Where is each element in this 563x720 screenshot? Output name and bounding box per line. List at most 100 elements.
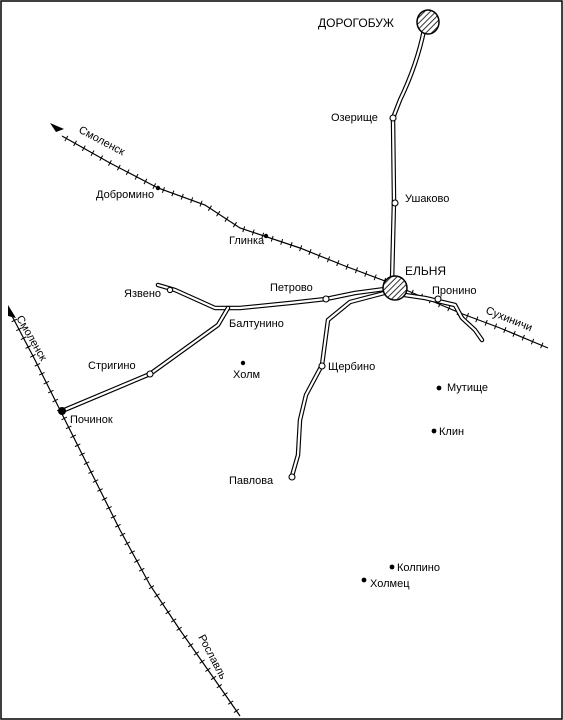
village-label: Мутище — [447, 382, 488, 394]
railway-tick — [299, 245, 303, 252]
village-label: Стригино — [88, 360, 136, 372]
railway-tick — [25, 345, 32, 349]
village-label: Озерище — [331, 112, 378, 124]
village-label: Ушаково — [405, 193, 449, 205]
railway-smolensk-sukhinichi — [50, 123, 549, 349]
railway-tick — [190, 197, 194, 204]
railway-tick — [65, 425, 72, 430]
village-pronino: Пронино — [432, 285, 477, 303]
village-label: Клин — [439, 426, 464, 438]
town-marker-icon — [382, 275, 408, 301]
railway-label-sukhinichi: Сухиничи — [484, 305, 534, 335]
railway-tick — [20, 336, 27, 340]
village-yazveno: Язвено — [124, 286, 174, 300]
railway-tick — [73, 140, 77, 147]
village-dobromino: Добромино — [96, 185, 161, 201]
village-label: Пронино — [432, 285, 477, 297]
railway-tick — [161, 186, 165, 193]
town-elnya: ЕЛЬНЯ — [382, 264, 446, 301]
railway-tick — [170, 618, 177, 623]
village-marker-icon — [288, 473, 296, 481]
railway-tick — [280, 238, 284, 245]
railway-tick — [447, 305, 451, 312]
village-label: Язвено — [124, 288, 161, 300]
railway-tick — [207, 205, 212, 211]
railway-tick — [199, 659, 205, 664]
railway-tick — [114, 523, 121, 528]
railway-tick — [90, 150, 95, 157]
railway-tick — [64, 135, 69, 142]
railway-tick — [129, 550, 135, 555]
railway-tick — [205, 667, 211, 672]
village-label: Глинка — [229, 235, 265, 247]
village-glinka: Глинка — [229, 233, 269, 247]
railway-tick — [465, 312, 469, 319]
railway-tick — [494, 323, 498, 330]
railway-tick — [216, 684, 223, 689]
railway-tick — [79, 452, 86, 457]
railway-tick — [540, 342, 544, 349]
railway-tick — [134, 173, 139, 180]
railway-tick — [345, 263, 349, 270]
village-kholmets: Холмец — [361, 577, 410, 590]
village-marker-icon — [240, 360, 246, 366]
village-kholm: Холм — [233, 360, 260, 381]
railway-tick — [148, 585, 155, 590]
village-marker-icon — [361, 577, 367, 583]
village-label: Петрово — [270, 282, 313, 294]
railway-tick — [222, 692, 228, 697]
village-label: Щербино — [328, 361, 375, 373]
village-marker-icon — [389, 114, 397, 122]
railway-tick — [143, 178, 148, 185]
railway-tick — [52, 398, 59, 403]
railway-tick — [88, 470, 94, 474]
arrow-smolensk-ne-icon — [50, 123, 64, 132]
railway-tick — [232, 221, 238, 228]
railway-tick — [154, 593, 160, 598]
railway-tick — [242, 226, 246, 233]
railway-tick — [289, 242, 293, 249]
railway-tick — [61, 416, 68, 421]
railway-tick — [165, 610, 171, 615]
village-label: Павлова — [229, 475, 274, 487]
railway-tick — [108, 160, 112, 166]
railway-tick — [270, 235, 274, 242]
railway-tick — [317, 252, 321, 259]
village-marker-icon — [263, 233, 269, 239]
road-network — [59, 27, 485, 479]
railway-tick — [138, 567, 145, 572]
railway-tick — [326, 256, 331, 263]
railway-tick — [182, 634, 188, 640]
railway-tick — [251, 229, 255, 236]
railway-tick — [29, 354, 36, 358]
town-pochinok: Починок — [58, 407, 113, 426]
railway-tick — [216, 210, 221, 217]
village-label: Добромино — [96, 189, 154, 201]
railway-tick — [503, 327, 507, 333]
village-marker-icon — [391, 199, 399, 207]
railway-tick — [143, 576, 150, 581]
railway-tick — [134, 559, 140, 563]
village-label: Холмец — [370, 578, 410, 590]
railway-tick — [11, 318, 18, 323]
railway-tick — [373, 274, 377, 281]
railway-label-roslavl: Рославль — [195, 633, 229, 682]
railway-tick — [81, 145, 86, 152]
village-marker-icon — [146, 370, 154, 378]
village-klin: Клин — [431, 426, 464, 438]
village-shcherbino: Щербино — [318, 361, 375, 373]
railway-tick — [124, 541, 131, 546]
railway-tick — [364, 270, 368, 277]
town-label: Починок — [70, 414, 113, 426]
railway-tick — [187, 643, 194, 648]
railway-tick — [336, 260, 340, 267]
railway-tick — [193, 651, 200, 656]
town-marker-icon — [416, 9, 440, 35]
village-marker-icon — [436, 385, 442, 391]
railway-tick — [47, 389, 54, 394]
railway-tick — [512, 330, 516, 337]
village-marker-icon — [431, 428, 437, 434]
railway-tick — [38, 371, 45, 376]
railway-tick — [110, 515, 117, 519]
